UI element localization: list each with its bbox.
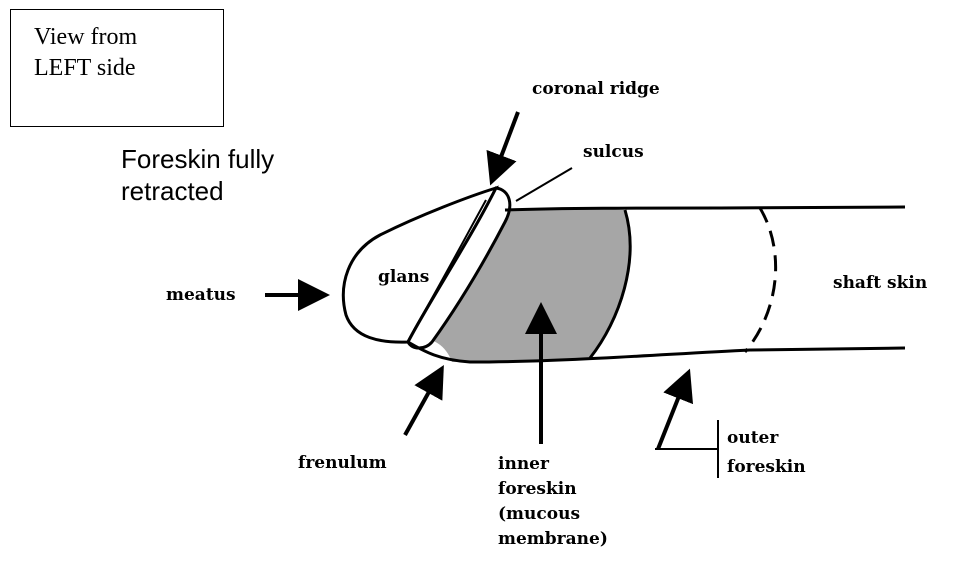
label-meatus: meatus <box>166 284 236 306</box>
coronal-ridge-arrow <box>493 112 518 178</box>
retraction-note-line-2: retracted <box>121 175 274 207</box>
label-frenulum: frenulum <box>298 452 387 474</box>
outer-foreskin-arrow <box>658 376 687 449</box>
view-box-line-1: View from <box>34 22 223 53</box>
label-outer-foreskin: outer foreskin <box>727 424 806 482</box>
retraction-note: Foreskin fully retracted <box>121 143 274 207</box>
label-outer-foreskin-line-1: outer <box>727 424 806 453</box>
label-shaft-skin: shaft skin <box>833 272 927 294</box>
retraction-note-line-1: Foreskin fully <box>121 143 274 175</box>
label-coronal-ridge: coronal ridge <box>532 78 660 100</box>
label-inner-foreskin-line-3: (mucous <box>498 502 608 527</box>
label-outer-foreskin-line-2: foreskin <box>727 453 806 482</box>
view-direction-box: View from LEFT side <box>10 9 224 127</box>
label-inner-foreskin: inner foreskin (mucous membrane) <box>498 452 608 552</box>
sulcus-pointer-line <box>516 168 572 201</box>
outer-foreskin-dashed-line <box>745 208 776 352</box>
label-glans: glans <box>378 266 429 288</box>
label-inner-foreskin-line-1: inner <box>498 452 608 477</box>
view-box-line-2: LEFT side <box>34 53 223 84</box>
label-inner-foreskin-line-4: membrane) <box>498 527 608 552</box>
shaft-top-line <box>505 207 905 210</box>
label-sulcus: sulcus <box>583 141 644 163</box>
frenulum-arrow <box>405 372 440 435</box>
label-inner-foreskin-line-2: foreskin <box>498 477 608 502</box>
